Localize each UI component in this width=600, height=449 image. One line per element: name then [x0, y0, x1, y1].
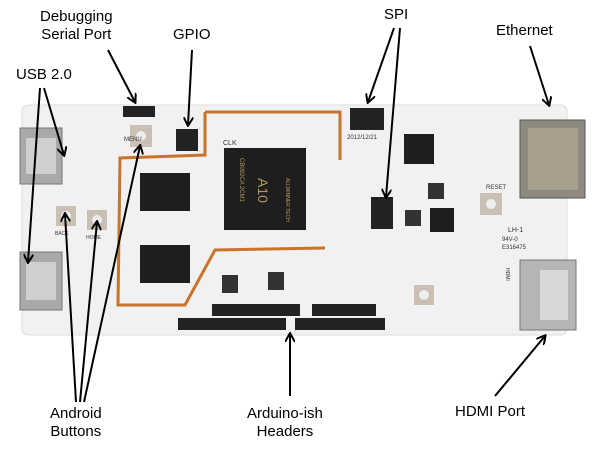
label-arduino-headers: Arduino-ish Headers — [247, 405, 323, 441]
silk-reset: RESET — [486, 185, 506, 191]
silk-cert: E316475 — [502, 245, 527, 251]
label-android-line1: Android — [50, 405, 102, 422]
spi-header-mid — [371, 197, 393, 229]
arrow-ethernet — [529, 45, 549, 105]
debug-serial-header — [123, 106, 155, 117]
arrow-android-home — [79, 222, 97, 403]
reset-button — [480, 193, 502, 215]
arrow-usb-bottom — [28, 87, 41, 262]
arrow-android-menu — [83, 146, 140, 403]
menu-button — [130, 125, 152, 147]
arrow-spi-top — [368, 27, 395, 102]
silk-lh: LH-1 — [508, 227, 523, 234]
arrow-usb-top — [43, 87, 64, 155]
label-arduino-line1: Arduino-ish — [247, 405, 323, 422]
power-chip — [430, 208, 454, 232]
gpio-header — [176, 129, 198, 151]
soc-brand: ALLWINNER TECH — [284, 178, 290, 222]
label-hdmi-port: HDMI Port — [455, 403, 526, 420]
silk-menu: MENU — [124, 137, 142, 143]
silk-date: 2012/12/21 — [347, 135, 378, 141]
arduino-header-row1 — [212, 304, 300, 316]
spi-header-top — [350, 108, 384, 130]
dram-chip-1 — [140, 173, 190, 211]
label-android-line2: Buttons — [50, 423, 102, 440]
arduino-header-row3 — [178, 318, 286, 330]
extra-button — [414, 285, 434, 305]
label-android-buttons: Android Buttons — [50, 405, 102, 441]
inductor-4 — [268, 272, 284, 290]
soc-code: CB092CA 2CM1 — [238, 158, 244, 203]
arduino-header-row4 — [295, 318, 385, 330]
inductor-3 — [222, 275, 238, 293]
ethernet-controller-chip — [404, 134, 434, 164]
arrow-android-back — [65, 214, 77, 403]
label-debug-line2: Serial Port — [41, 26, 112, 43]
label-arduino-line2: Headers — [256, 423, 314, 440]
label-gpio: GPIO — [173, 26, 211, 43]
inductor-1 — [428, 183, 444, 199]
label-debug-line1: Debugging — [40, 8, 113, 25]
arrow-spi-mid — [386, 27, 401, 197]
label-ethernet: Ethernet — [496, 22, 553, 39]
silk-back: BACK — [55, 231, 69, 237]
arrow-debug — [107, 49, 135, 102]
arrow-hdmi — [494, 336, 545, 397]
a10-soc-chip — [224, 148, 306, 230]
arduino-header-row2 — [312, 304, 376, 316]
label-usb: USB 2.0 — [16, 66, 72, 83]
silk-rating: 94V-0 — [502, 237, 518, 243]
label-spi: SPI — [384, 6, 409, 23]
dram-chip-2 — [140, 245, 190, 283]
annotation-arrows — [28, 27, 549, 403]
soc-label: A10 — [255, 178, 271, 203]
copper-trace — [116, 110, 342, 307]
inductor-2 — [405, 210, 421, 226]
arrow-gpio — [188, 49, 192, 125]
label-debug-serial-port: Debugging Serial Port — [40, 8, 113, 44]
silk-hdmi: HDMI — [504, 268, 510, 281]
silk-clk: CLK — [223, 140, 237, 147]
silk-home: HOME — [86, 235, 102, 241]
